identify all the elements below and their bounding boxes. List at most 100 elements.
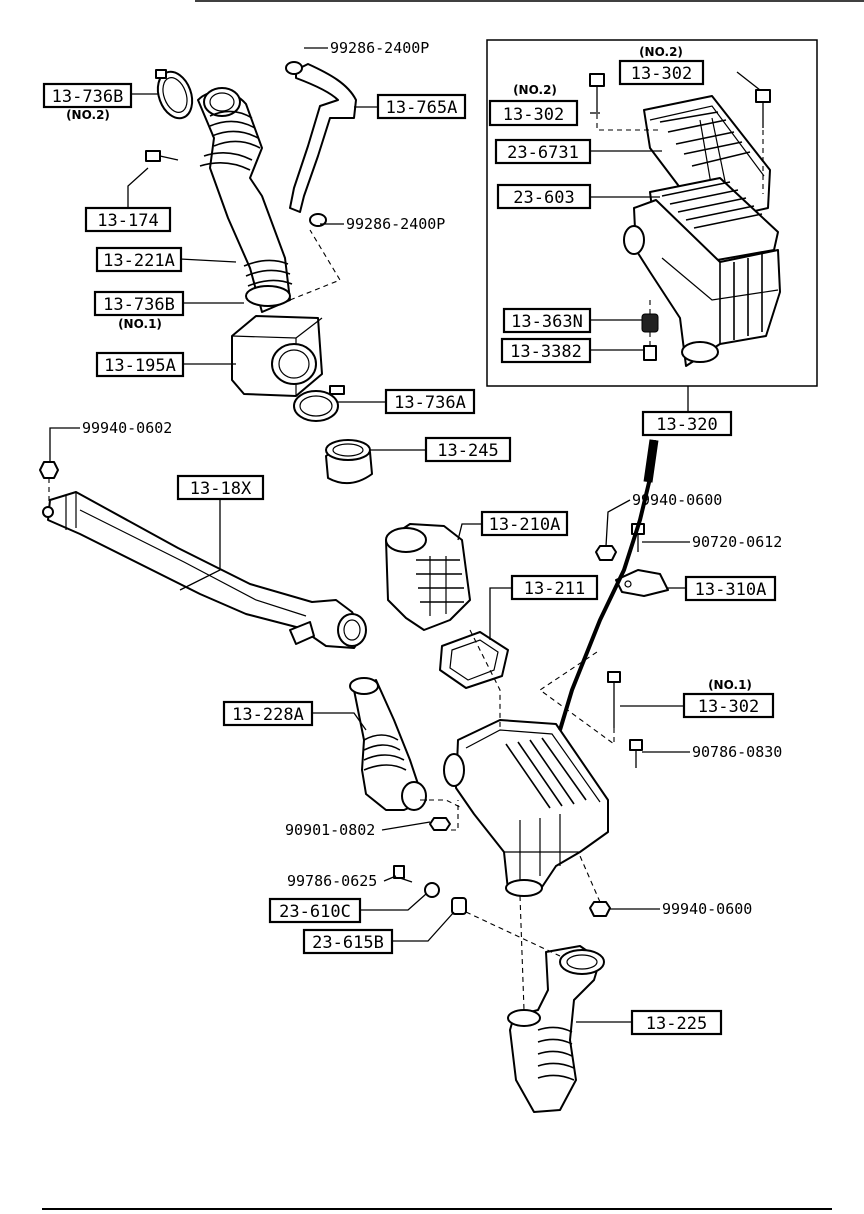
callout-13-320: 13-320 [656, 415, 717, 435]
callout-13-363N: 13-363N [511, 312, 583, 332]
main-air-cleaner [443, 719, 609, 897]
callout-box-13-302-c [682, 692, 775, 719]
note-no1-a: (NO.1) [118, 317, 162, 331]
callout-13-195A: 13-195A [104, 356, 176, 376]
bolt-13-174 [145, 150, 179, 162]
callout-13-18X: 13-18X [190, 479, 252, 499]
part-99786-0625: 99786-0625 [287, 872, 377, 890]
callout-13-736A: 13-736A [394, 393, 466, 413]
note-no2-c: (NO.2) [513, 83, 557, 97]
callout-box-13-228A [222, 700, 314, 727]
part-90786-0830: 90786-0830 [692, 743, 782, 761]
hose-clamp-top [155, 69, 194, 120]
part-90901-0802: 90901-0802 [285, 821, 375, 839]
callout-box-23-610C [268, 897, 362, 924]
callout-13-302-b: 13-302 [631, 64, 692, 84]
callout-13-302-c: 13-302 [698, 697, 759, 717]
callout-box-23-615B [302, 928, 394, 955]
callout-13-302-a: 13-302 [503, 105, 564, 125]
nut-99940-0600-lower [589, 901, 611, 917]
note-no1-b: (NO.1) [708, 678, 752, 692]
callout-box-23-6731 [494, 138, 592, 165]
callout-box-13-363N [502, 307, 592, 334]
dash-chamber-to-cleaner [469, 629, 501, 730]
inset-bolt-right [755, 89, 771, 128]
collar-13-3382 [643, 345, 657, 361]
callout-box-13-210A [480, 510, 569, 537]
callout-box-13-320 [641, 410, 733, 437]
bolt-99786-0625 [393, 865, 413, 883]
callout-box-13-3382 [500, 337, 592, 364]
callout-13-221A: 13-221A [103, 251, 175, 271]
callout-23-615B: 23-615B [312, 933, 384, 953]
callout-box-13-302-b [618, 59, 705, 86]
inset-bolt-left [589, 73, 605, 112]
callout-box-13-302-a [488, 99, 579, 127]
callout-box-13-225 [630, 1009, 723, 1036]
callout-23-603: 23-603 [513, 188, 574, 208]
callout-box-13-736B-top [42, 82, 133, 109]
callout-13-174: 13-174 [97, 211, 158, 231]
gasket-13-211 [439, 631, 509, 689]
callout-box-13-765A [376, 93, 467, 120]
inset-dash-1 [596, 114, 660, 131]
rubber-boot [325, 439, 373, 485]
grommet-13-363N [641, 313, 659, 333]
breather-hose [285, 61, 357, 227]
hose-13-320-head [643, 439, 659, 483]
callout-23-610C: 23-610C [279, 902, 351, 922]
dash-nut-90901 [442, 800, 459, 831]
dash-cleaner-to-elbow [465, 895, 561, 1011]
air-cleaner-cover [643, 95, 771, 223]
part-99286-2400p-b: 99286-2400P [346, 215, 445, 233]
air-chamber [385, 523, 471, 631]
grommet-23-610C [424, 882, 440, 898]
elbow-hose-13-225 [507, 945, 605, 1113]
callout-13-765A: 13-765A [386, 98, 458, 118]
callout-13-310A: 13-310A [695, 580, 767, 600]
callout-23-6731: 23-6731 [507, 143, 579, 163]
part-90720-0612: 90720-0612 [692, 533, 782, 551]
callout-13-210A: 13-210A [489, 515, 561, 535]
bracket-13-310A [615, 569, 669, 597]
dash-lower-nut [579, 855, 601, 903]
intake-hose-13-228A [349, 677, 427, 811]
collar-23-615B [451, 897, 467, 915]
callout-13-3382: 13-3382 [510, 342, 582, 362]
callout-box-13-221A [95, 246, 183, 273]
leader-lines [49, 47, 761, 1023]
nut-99940-0602 [39, 461, 59, 479]
hose-clamp-13-736A [293, 385, 345, 422]
bolt-13-302-no1 [607, 671, 621, 728]
air-duct [197, 87, 293, 313]
note-no2-b: (NO.2) [639, 45, 683, 59]
callout-13-736B-top: 13-736B [52, 87, 124, 107]
callout-box-13-195A [95, 351, 185, 378]
callout-box-13-18X [176, 474, 265, 501]
nut-99940-0600-upper [595, 545, 617, 561]
callout-box-13-174 [84, 206, 172, 233]
callout-13-225: 13-225 [646, 1014, 707, 1034]
callout-box-13-245 [424, 436, 512, 463]
part-99286-2400p-a: 99286-2400P [330, 39, 429, 57]
callout-box-13-736B-mid [93, 290, 185, 317]
callout-13-245: 13-245 [437, 441, 498, 461]
air-cleaner-inset-frame [486, 39, 818, 387]
dash-hose-to-cleaner [420, 799, 463, 809]
dash-duct-to-box [289, 229, 341, 301]
callout-box-13-211 [510, 574, 599, 601]
callout-box-23-603 [496, 183, 592, 210]
nut-90901-0802 [429, 817, 451, 831]
intake-tube [42, 491, 367, 649]
callout-box-13-736A [384, 388, 476, 415]
part-99940-0600-b: 99940-0600 [662, 900, 752, 918]
resonator-box [231, 315, 323, 397]
callout-box-13-310A [684, 575, 777, 602]
callout-13-736B-mid: 13-736B [103, 295, 175, 315]
part-99940-0600-a: 99940-0600 [632, 491, 722, 509]
callout-13-228A: 13-228A [232, 705, 304, 725]
part-99940-0602: 99940-0602 [82, 419, 172, 437]
bolt-90786-0830 [629, 739, 643, 768]
air-cleaner-case [623, 199, 781, 367]
